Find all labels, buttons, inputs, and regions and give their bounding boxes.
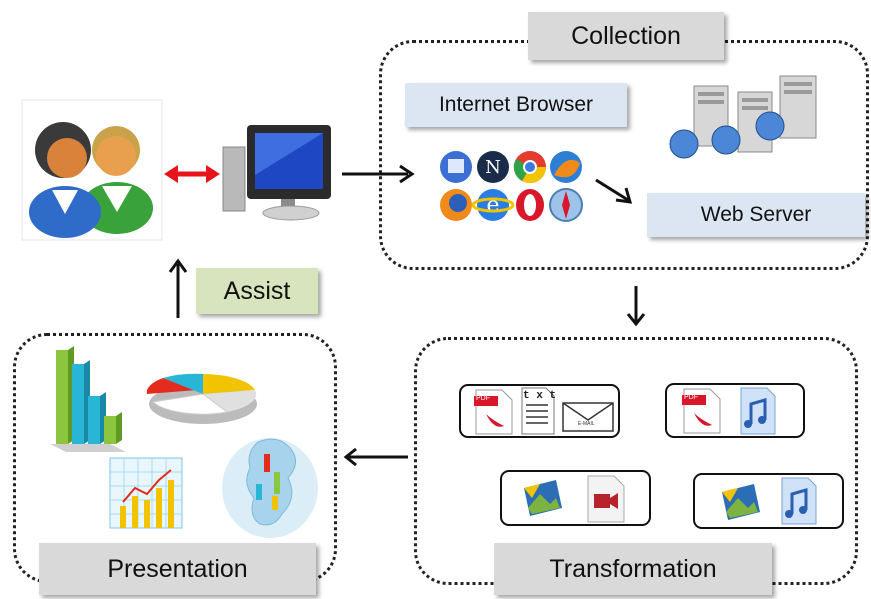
presentation-label-text: Presentation (107, 554, 248, 583)
pdf-icon (474, 389, 513, 435)
assist-label: Assist (196, 268, 318, 314)
email-icon (562, 402, 614, 432)
collection-label: Collection (528, 12, 724, 60)
3d-bar-chart-icon (50, 346, 126, 452)
presentation-label: Presentation (39, 543, 316, 595)
users-icon (21, 99, 163, 241)
web-browsers-icon: N e (440, 151, 583, 222)
arrow-to-transformation (626, 286, 646, 327)
format-box-image-video (500, 470, 651, 526)
format-box-image-audio (693, 473, 844, 529)
bidirectional-arrow-icon (164, 165, 220, 183)
video-icon (587, 475, 625, 523)
arrow-to-users (168, 258, 188, 318)
image-icon-2 (722, 484, 760, 520)
3d-pie-chart-icon (146, 373, 257, 424)
svg-text:e: e (486, 193, 499, 218)
image-icon (524, 480, 562, 516)
audio-icon (740, 387, 776, 435)
map-chart-icon (222, 438, 318, 538)
internet-browser-label-text: Internet Browser (438, 93, 594, 116)
transformation-label: Transformation (494, 543, 772, 595)
computer-monitor-icon (222, 125, 331, 221)
web-servers-icon (669, 75, 817, 159)
svg-text:N: N (485, 157, 501, 178)
assist-label-text: Assist (223, 276, 291, 305)
collection-label-text: Collection (571, 21, 681, 50)
pdf-icon-2 (682, 388, 721, 434)
web-server-label-text: Web Server (700, 203, 812, 226)
audio-icon-2 (781, 477, 817, 525)
transformation-label-text: Transformation (549, 554, 717, 583)
arrow-to-browsers (342, 164, 415, 184)
email-icon-text: E-MAIL (578, 421, 595, 427)
line-chart-icon (109, 457, 183, 529)
internet-browser-label: Internet Browser (405, 83, 627, 127)
txt-icon (521, 387, 555, 435)
arrow-to-web-server (595, 178, 633, 204)
pdf-icon-text: PDF (476, 395, 490, 402)
arrow-to-presentation (343, 447, 408, 467)
pdf-icon-2-text: PDF (684, 394, 698, 401)
txt-icon-text: t x t (523, 390, 557, 402)
web-server-label: Web Server (647, 193, 865, 237)
